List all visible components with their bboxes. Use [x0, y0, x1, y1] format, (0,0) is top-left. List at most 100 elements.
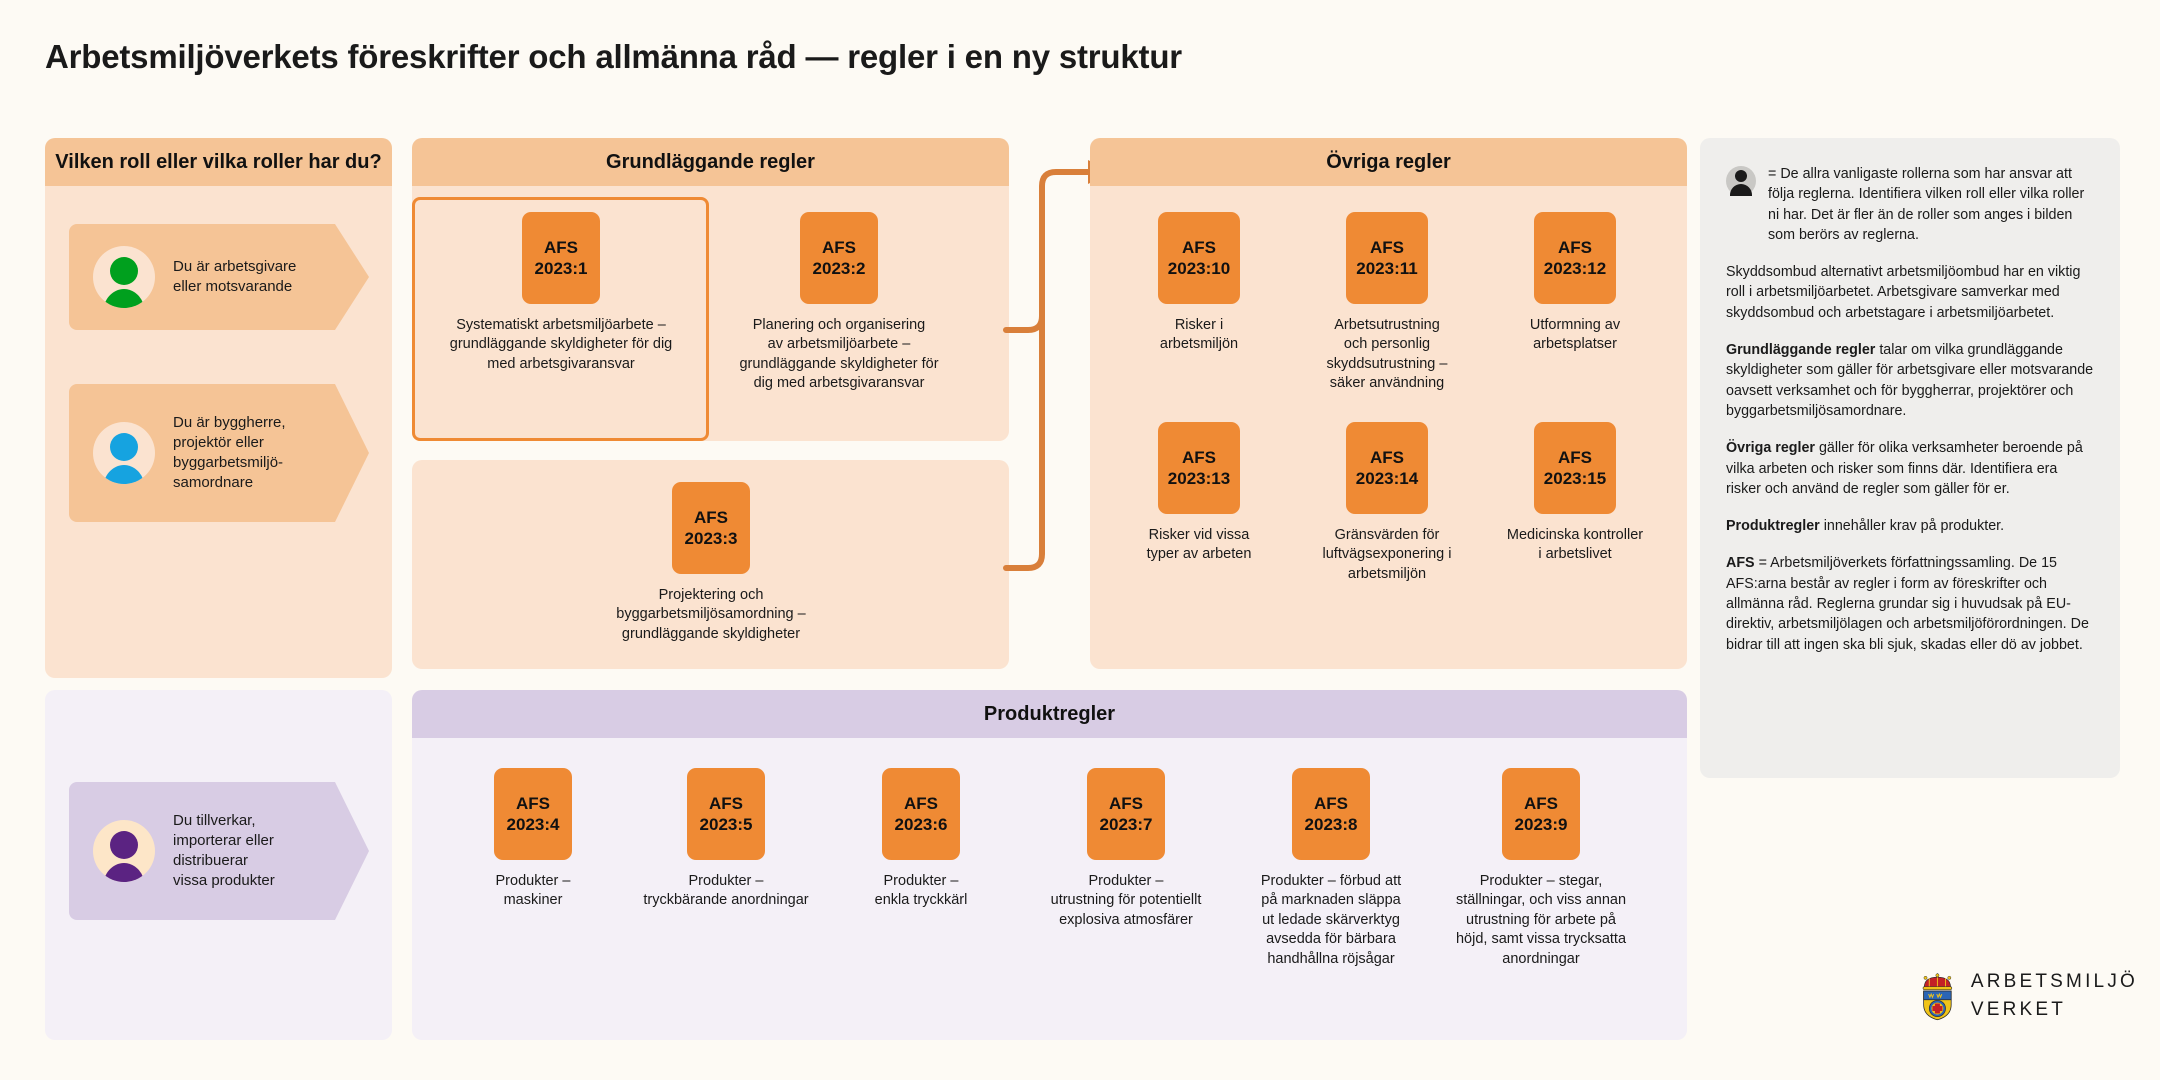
produktregler-heading: Produktregler — [412, 690, 1687, 738]
afs-badge-2023-7: AFS 2023:7 — [1087, 768, 1165, 860]
info-afs-term: AFS — [1726, 555, 1755, 572]
afs-badge-line2: 2023:14 — [1355, 469, 1419, 488]
afs-badge-line2: 2023:8 — [1304, 815, 1358, 834]
info-ovriga-term: Övriga regler — [1726, 440, 1815, 457]
legend-info-panel: = De allra vanligaste rollerna som har a… — [1700, 138, 2120, 778]
afs-badge-2023-15: AFS 2023:15 — [1534, 422, 1616, 514]
info-grundlaggande-term: Grundläggande regler — [1726, 342, 1876, 359]
afs-badge-line2: 2023:3 — [684, 529, 738, 548]
page-title: Arbetsmiljöverkets föreskrifter och allm… — [45, 38, 1182, 75]
info-grundlaggande-text: Grundläggande regler talar om vilka grun… — [1726, 340, 2094, 421]
grundlaggande-regler-panel: Grundläggande regler AFS 2023:1 Systemat… — [412, 138, 1009, 441]
afs-card-2023-5[interactable]: AFS 2023:5 Produkter –tryckbärande anord… — [631, 768, 821, 911]
afs-badge-line1: AFS — [1370, 237, 1404, 257]
afs-caption-2023-5: Produkter –tryckbärande anordningar — [643, 873, 809, 909]
afs-badge-line2: 2023:7 — [1099, 815, 1153, 834]
afs-caption-2023-4: Produkter –maskiner — [495, 873, 571, 909]
afs-caption-2023-1: Systematiskt arbetsmiljöarbete –grundläg… — [449, 317, 673, 372]
afs-badge-line1: AFS — [1182, 237, 1216, 257]
afs-badge-2023-1: AFS 2023:1 — [522, 212, 600, 304]
afs-badge-line1: AFS — [1182, 447, 1216, 467]
info-produkt-text: Produktregler innehåller krav på produkt… — [1726, 516, 2094, 536]
afs-card-2023-1[interactable]: AFS 2023:1 Systematiskt arbetsmiljöarbet… — [434, 212, 688, 374]
afs-badge-2023-10: AFS 2023:10 — [1158, 212, 1240, 304]
info-ovriga-text: Övriga regler gäller för olika verksamhe… — [1726, 438, 2094, 499]
afs-caption-2023-9: Produkter – stegar,ställningar, och viss… — [1455, 873, 1627, 967]
afs-badge-line1: AFS — [1558, 237, 1592, 257]
info-afs-text: AFS = Arbetsmiljöverkets författningssam… — [1726, 553, 2094, 654]
afs-badge-line1: AFS — [1314, 793, 1348, 813]
afs-badge-2023-5: AFS 2023:5 — [687, 768, 765, 860]
afs-badge-2023-4: AFS 2023:4 — [494, 768, 572, 860]
afs-badge-line2: 2023:12 — [1543, 259, 1607, 278]
afs-badge-2023-12: AFS 2023:12 — [1534, 212, 1616, 304]
afs-card-2023-9[interactable]: AFS 2023:9 Produkter – stegar,ställninga… — [1436, 768, 1646, 969]
info-skyddsombud-text: Skyddsombud alternativt arbetsmiljöombud… — [1726, 264, 2081, 321]
afs-badge-line2: 2023:11 — [1356, 259, 1418, 278]
afs-badge-line2: 2023:1 — [534, 259, 588, 278]
info-afs-body: = Arbetsmiljöverkets författningssamling… — [1726, 555, 2089, 653]
grundlaggande-body: AFS 2023:1 Systematiskt arbetsmiljöarbet… — [412, 186, 1009, 441]
afs-badge-line2: 2023:13 — [1167, 469, 1231, 488]
logo-wordmark: ARBETSMILJÖ VERKET — [1971, 968, 2138, 1023]
info-grundlaggande-body: talar om vilka grundläggande skyldighete… — [1726, 342, 2094, 419]
logo-line1: ARBETSMILJÖ — [1970, 971, 2138, 993]
coat-of-arms-icon — [1922, 972, 1953, 1021]
afs-caption-2023-6: Produkter –enkla tryckkärl — [874, 873, 968, 909]
produktregler-panel: Produktregler AFS 2023:4 Produkter –mask… — [412, 690, 1687, 1040]
avatar-byggherre — [93, 422, 155, 484]
produktregler-body: AFS 2023:4 Produkter –maskiner AFS 2023:… — [412, 738, 1687, 1040]
afs-badge-2023-9: AFS 2023:9 — [1502, 768, 1580, 860]
afs-badge-line1: AFS — [1558, 447, 1592, 467]
afs-badge-line1: AFS — [904, 793, 938, 813]
afs-card-2023-4[interactable]: AFS 2023:4 Produkter –maskiner — [444, 768, 622, 911]
info-produkt-term: Produktregler — [1726, 518, 1820, 535]
afs-card-2023-7[interactable]: AFS 2023:7 Produkter –utrustning för pot… — [1026, 768, 1226, 930]
afs-badge-line1: AFS — [709, 793, 743, 813]
avatar-tillverkare — [93, 820, 155, 882]
afs-badge-line1: AFS — [694, 507, 728, 527]
afs-badge-line2: 2023:4 — [506, 815, 560, 834]
afs-badge-line2: 2023:2 — [812, 259, 866, 278]
afs-badge-line1: AFS — [1524, 793, 1558, 813]
afs-badge-2023-3: AFS 2023:3 — [672, 482, 750, 574]
arbetsmiljoverket-logo: ARBETSMILJÖ VERKET — [1918, 952, 2138, 1040]
afs-badge-2023-11: AFS 2023:11 — [1346, 212, 1428, 304]
afs-badge-2023-13: AFS 2023:13 — [1158, 422, 1240, 514]
avatar-arbetsgivare — [93, 246, 155, 308]
afs-badge-2023-6: AFS 2023:6 — [882, 768, 960, 860]
afs-badge-line1: AFS — [516, 793, 550, 813]
afs-badge-line1: AFS — [822, 237, 856, 257]
afs-card-2023-6[interactable]: AFS 2023:6 Produkter –enkla tryckkärl — [832, 768, 1010, 911]
